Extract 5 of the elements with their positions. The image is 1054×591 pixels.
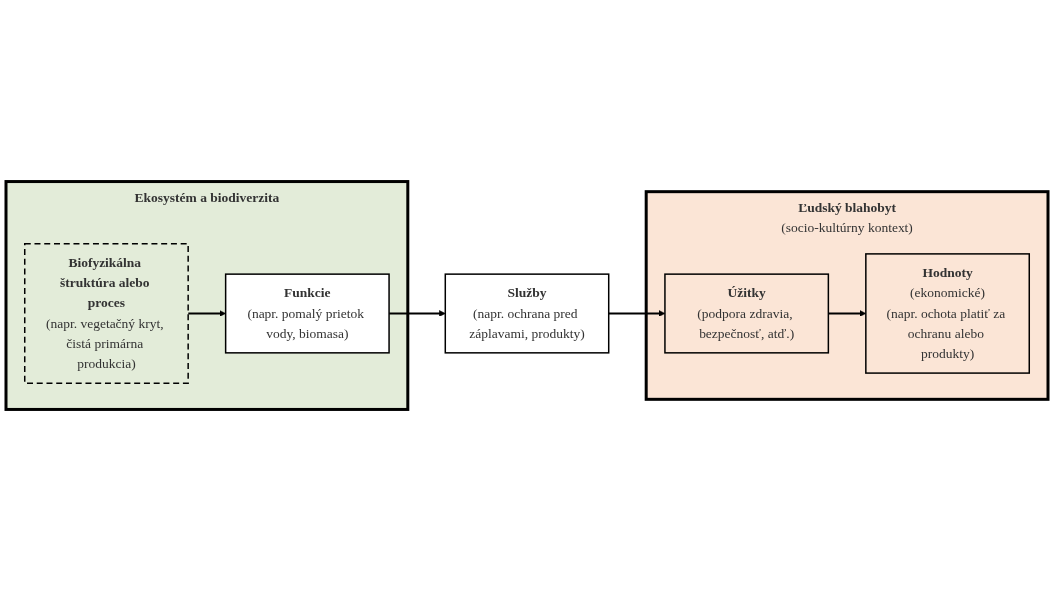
node-box: Funkcie (napr. pomalý prietok vody, biomasa)	[224, 273, 390, 354]
node-box: Služby (napr. ochrana pred záplavami, produkty)	[444, 273, 610, 354]
node-box: Hodnoty (ekonomické) (napr. ochota platiť za ochranu alebo produkty)	[865, 253, 1030, 374]
node-box: Úžitky (podpora zdravia, bezpečnosť, atď.)	[664, 273, 830, 354]
node-box: Biofyzikálna štruktúra alebo proces (napr. vegetačný kryt, čistá primárna produkcia)	[24, 243, 189, 384]
